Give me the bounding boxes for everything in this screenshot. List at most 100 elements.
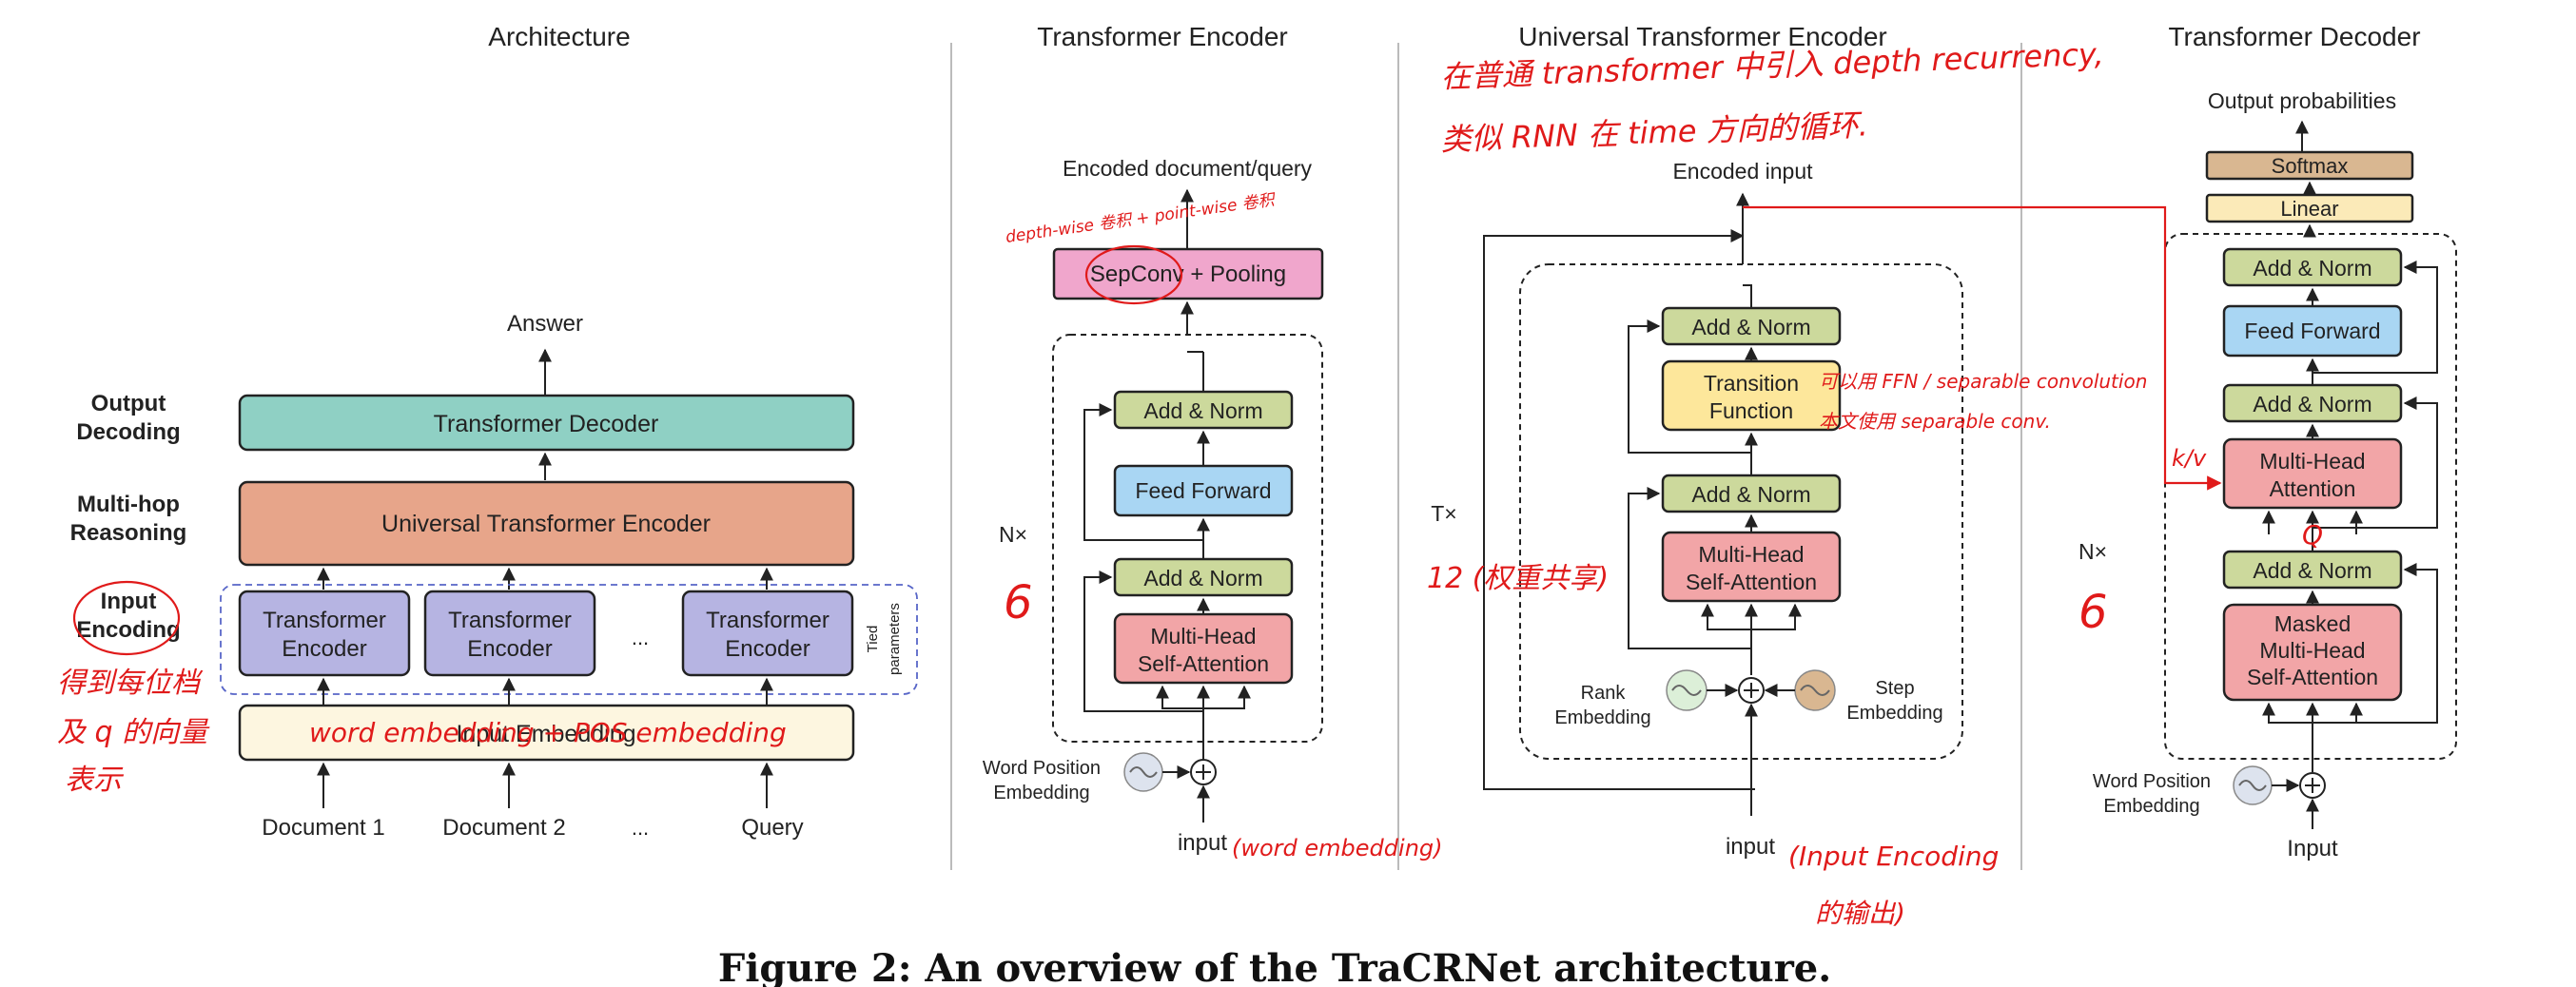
decoder-add-norm-1-label: Add & Norm (2253, 256, 2371, 281)
input-encoding-note-1: 得到每位档 (57, 667, 204, 700)
multi-hop-label-2: Reasoning (70, 520, 187, 546)
transformer-decoder-label: Transformer Decoder (434, 411, 659, 437)
encoder-block-1 (238, 590, 411, 677)
output-decoding-label-2: Decoding (76, 419, 180, 445)
decoder-feed-forward-label: Feed Forward (2244, 319, 2380, 343)
universal-add-norm-top-label: Add & Norm (1691, 315, 1810, 339)
encoder-block-3 (681, 590, 854, 677)
decoder-cross-attention-line-2: Attention (2270, 476, 2356, 501)
universal-add-norm-bottom-label: Add & Norm (1691, 482, 1810, 507)
encoder-mha-line-1: Multi-Head (1150, 624, 1256, 648)
decoder-add-norm-3 (2222, 550, 2403, 590)
decoder-panel: Transformer Decoder Output probabilities… (2078, 22, 2457, 861)
encoder-stack-box (1052, 334, 1323, 743)
decoder-stack-box (2164, 233, 2457, 760)
tied-label-1: Tied (865, 626, 881, 653)
encoder-block-3-line-2: Encoder (725, 636, 810, 662)
encoder-block-3-line-1: Transformer (706, 608, 829, 633)
encoder-input-note: (word embedding) (1232, 835, 1443, 861)
universal-tx-label: T× (1431, 501, 1456, 526)
architecture-panel: Architecture Answer Output Decoding Mult… (70, 22, 918, 841)
encoder-title: Transformer Encoder (1037, 22, 1288, 51)
decoder-add-norm-2-label: Add & Norm (2253, 392, 2371, 416)
encoder-add-norm-bottom-label: Add & Norm (1143, 566, 1262, 590)
figure-caption: Figure 2: An overview of the TraCRNet ar… (718, 946, 1831, 987)
architecture-title: Architecture (488, 22, 630, 51)
answer-label: Answer (507, 311, 583, 337)
sepconv-pooling-block (1052, 247, 1324, 300)
decoder-word-position-label-2: Embedding (2103, 796, 2199, 817)
sepconv-note: depth-wise 卷积 + point-wise 卷积 (1005, 190, 1278, 247)
input-encoding-label-1: Input (101, 589, 157, 614)
encoder-block-1-line-1: Transformer (263, 608, 386, 633)
decoder-output-label: Output probabilities (2208, 88, 2396, 113)
encoder-block-1-line-2: Encoder (282, 636, 366, 662)
universal-output-label: Encoded input (1672, 159, 1813, 184)
t-note: 12 (权重共享) (1427, 562, 1609, 595)
transition-note-2: 本文使用 separable conv. (1819, 410, 2051, 433)
transition-function-line-2: Function (1709, 398, 1793, 423)
universal-recurrence-loop (1483, 229, 1755, 790)
encoder-feed-forward-label: Feed Forward (1135, 478, 1271, 503)
decoder-nx-label: N× (2078, 539, 2107, 564)
decoder-masked-line-3: Self-Attention (2247, 665, 2378, 689)
universal-encoder-label: Universal Transformer Encoder (381, 511, 711, 537)
transformer-decoder-block (238, 394, 855, 452)
decoder-n-note: 6 (2078, 586, 2108, 639)
rank-embedding-label-1: Rank (1581, 683, 1627, 704)
input-document-1: Document 1 (262, 815, 384, 841)
encoder-panel: Transformer Encoder Encoded document/que… (983, 22, 1324, 856)
universal-note-2: 类似 RNN 在 time 方向的循环. (1440, 106, 1868, 158)
input-query: Query (741, 815, 803, 841)
decoder-cross-attention-line-1: Multi-Head (2259, 449, 2365, 474)
universal-mha-line-2: Self-Attention (1686, 570, 1817, 594)
panel-separators (950, 43, 2022, 870)
q-note: Q (2302, 519, 2323, 551)
output-decoding-label-1: Output (91, 391, 166, 416)
input-document-2: Document 2 (442, 815, 565, 841)
step-embedding-label-2: Embedding (1846, 703, 1942, 724)
encoder-word-position-label-1: Word Position (983, 758, 1101, 779)
universal-panel: Universal Transformer Encoder Encoded in… (1431, 22, 1963, 860)
decoder-masked-line-2: Multi-Head (2259, 638, 2365, 663)
universal-stack-box (1519, 263, 1963, 760)
universal-input-note-2: 的输出) (1815, 898, 1905, 929)
sepconv-pooling-label: SepConv + Pooling (1090, 261, 1286, 287)
encoder-mha-line-2: Self-Attention (1138, 651, 1269, 676)
input-encoding-label-2: Encoding (76, 617, 180, 643)
tied-label-2: parameters (887, 603, 903, 675)
decoder-title: Transformer Decoder (2168, 22, 2420, 51)
universal-input-note-1: (Input Encoding (1788, 841, 1999, 872)
kv-note: k/v (2172, 445, 2207, 472)
tied-parameters-box (220, 584, 918, 695)
decoder-add-norm-1 (2222, 247, 2403, 287)
softmax-block (2205, 150, 2414, 181)
linear-label: Linear (2280, 197, 2338, 221)
encoder-block-2 (423, 590, 596, 677)
decoder-word-position-label-1: Word Position (2093, 771, 2211, 792)
input-ellipsis: ... (632, 816, 649, 840)
universal-mha-line-1: Multi-Head (1698, 542, 1804, 567)
encoder-n-note: 6 (1004, 576, 1033, 629)
multi-hop-label-1: Multi-hop (77, 492, 180, 517)
embedding-note: word embedding + POS embedding (309, 717, 787, 748)
input-encoding-note-2: 及 q 的向量 (57, 716, 210, 749)
universal-title: Universal Transformer Encoder (1518, 22, 1886, 51)
sepconv-circle (1084, 244, 1183, 305)
universal-encoder-block (238, 480, 855, 567)
encoder-ellipsis: ... (632, 626, 649, 649)
decoder-add-norm-3-label: Add & Norm (2253, 558, 2371, 583)
encoded-input-to-decoder-arrow (1743, 205, 2222, 491)
decoder-masked-line-1: Masked (2274, 611, 2352, 636)
encoder-block-2-line-1: Transformer (448, 608, 572, 633)
encoder-add-norm-top-label: Add & Norm (1143, 398, 1262, 423)
encoder-word-position-label-2: Embedding (993, 783, 1089, 803)
rank-embedding-label-2: Embedding (1554, 707, 1650, 728)
softmax-label: Softmax (2272, 154, 2349, 178)
encoder-output-label: Encoded document/query (1063, 156, 1313, 181)
universal-input-label: input (1726, 834, 1775, 860)
encoder-nx-label: N× (999, 522, 1027, 547)
input-encoding-circle (72, 580, 181, 656)
decoder-input-label: Input (2287, 836, 2338, 861)
